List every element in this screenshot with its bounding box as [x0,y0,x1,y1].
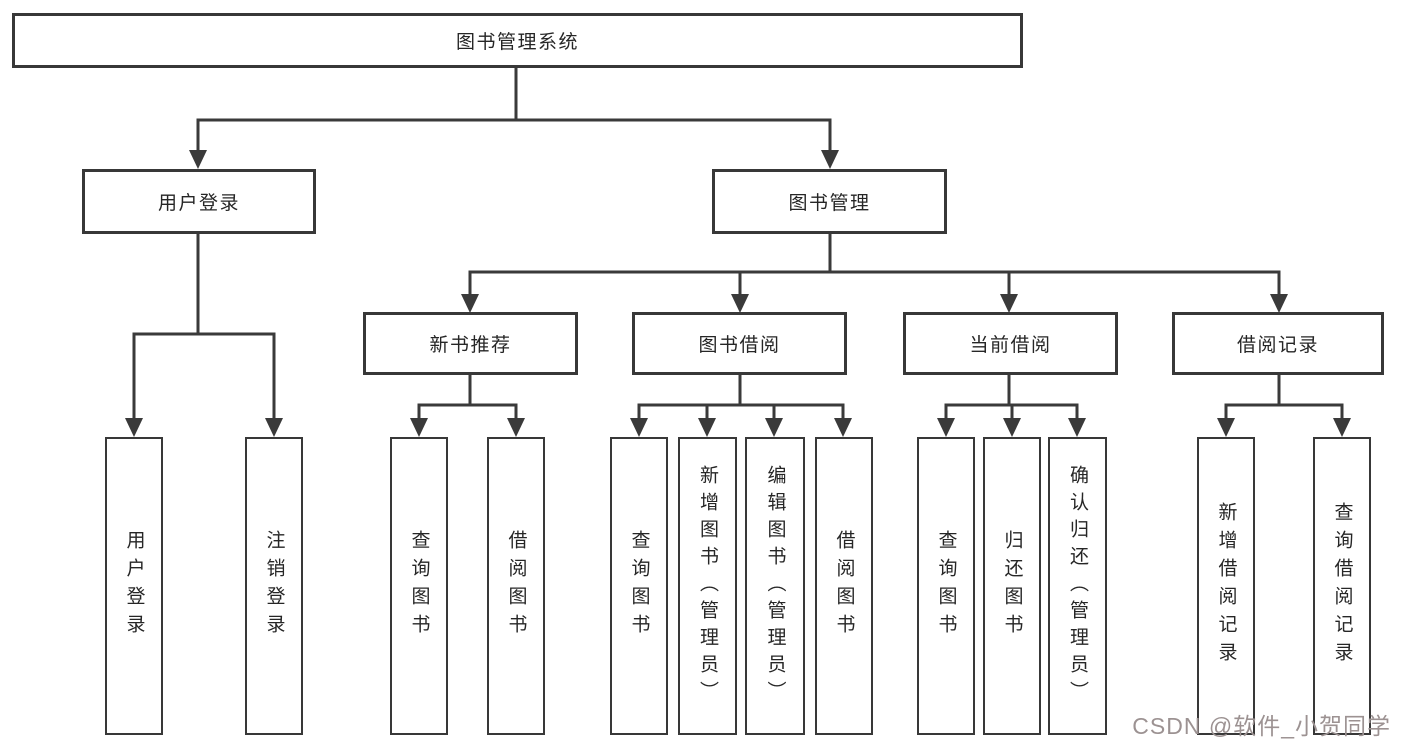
arrow-to-records [1270,294,1288,313]
arrow-g3-1 [630,418,648,437]
arrow-g5-1 [1217,418,1235,437]
leaf-query-borrow-record: 查询借阅记录 [1313,437,1371,735]
edge-borrowing-branch [637,403,845,423]
csdn-watermark: CSDN @软件_小贺同学 [1132,713,1391,739]
leaf-confirm-return-admin: 确认归还（管理员） [1048,437,1107,735]
node-user-login: 用户登录 [82,169,316,234]
edge-records-branch [1224,403,1344,423]
edge-level2-branch [196,118,832,155]
arrow-g4-1 [937,418,955,437]
arrow-g2-2 [507,418,525,437]
leaf-logout: 注销登录 [245,437,303,735]
arrow-g2-1 [410,418,428,437]
leaf-add-books-admin: 新增图书（管理员） [678,437,737,735]
edge-newbook-branch [417,403,518,423]
arrow-to-current [1000,294,1018,313]
node-book-borrowing: 图书借阅 [632,312,847,375]
edge-level3-branch [468,270,1281,299]
leaf-borrow-books-recommend: 借阅图书 [487,437,545,735]
leaf-query-books-current: 查询图书 [917,437,975,735]
arrow-to-borrowing [731,294,749,313]
leaf-user-login: 用户登录 [105,437,163,735]
leaf-borrow-books: 借阅图书 [815,437,873,735]
arrow-g4-2 [1003,418,1021,437]
leaf-add-borrow-record: 新增借阅记录 [1197,437,1255,735]
arrow-g3-4 [834,418,852,437]
arrow-to-user-login [189,150,207,169]
arrow-g4-3 [1068,418,1086,437]
leaf-query-books-recommend: 查询图书 [390,437,448,735]
leaf-edit-books-admin: 编辑图书（管理员） [745,437,805,735]
node-borrowing-records: 借阅记录 [1172,312,1384,375]
leaf-return-books: 归还图书 [983,437,1041,735]
arrow-g3-2 [698,418,716,437]
arrow-to-leaf-user-login [125,418,143,437]
arrow-to-leaf-logout [265,418,283,437]
node-book-management: 图书管理 [712,169,947,234]
node-new-book-recommend: 新书推荐 [363,312,578,375]
arrow-to-book-mgmt [821,150,839,169]
arrow-g3-3 [765,418,783,437]
edge-user-login-branch [132,332,276,423]
arrow-to-newbook [461,294,479,313]
node-root-system: 图书管理系统 [12,13,1023,68]
arrow-g5-2 [1333,418,1351,437]
leaf-query-books-borrowing: 查询图书 [610,437,668,735]
node-current-borrowing: 当前借阅 [903,312,1118,375]
arrowheads [125,150,1351,437]
